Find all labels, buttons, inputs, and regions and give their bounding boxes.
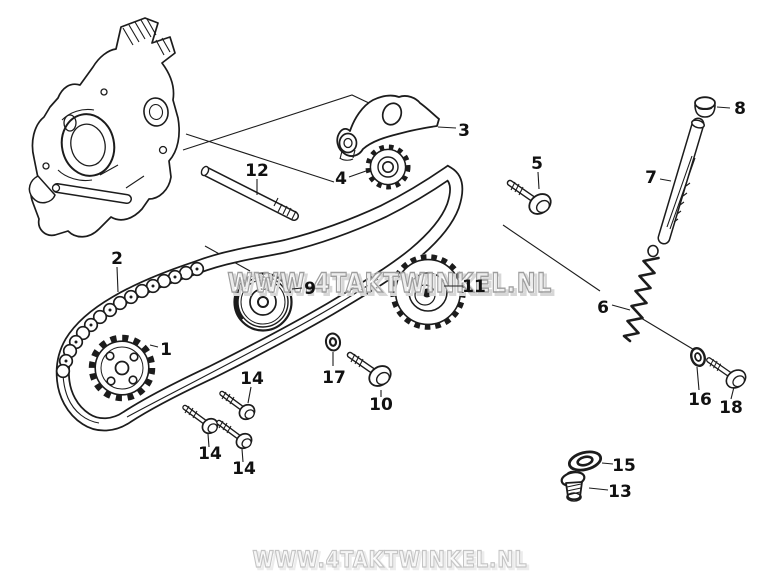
part-label-18: 18	[719, 398, 743, 418]
callout-dashes	[116, 106, 735, 491]
svg-text:WWW.4TAKTWINKEL.NL: WWW.4TAKTWINKEL.NL	[230, 271, 555, 302]
crankcase-art	[28, 17, 180, 238]
part-label-8: 8	[734, 99, 746, 119]
cap-screws-part-14	[185, 392, 257, 451]
svg-text:WWW.4TAKTWINKEL.NL: WWW.4TAKTWINKEL.NL	[253, 548, 528, 573]
sealing-washer-part-15	[567, 450, 603, 472]
watermark-bottom: WWW.4TAKTWINKEL.NL WWW.4TAKTWINKEL.NL	[252, 547, 530, 576]
watermark-center: WWW.4TAKTWINKEL.NL WWW.4TAKTWINKEL.NL	[227, 267, 555, 303]
cam-chain-part-2	[55, 164, 464, 432]
part-label-10: 10	[369, 395, 393, 415]
part-label-1: 1	[160, 340, 172, 360]
push-rod-part-7	[657, 117, 705, 245]
part-label-3: 3	[458, 121, 470, 141]
chain-links-detail	[55, 261, 205, 379]
svg-text:WWW.4TAKTWINKEL.NL: WWW.4TAKTWINKEL.NL	[228, 268, 553, 299]
roller-bolt-part-10	[350, 354, 395, 390]
tensioner-arm-part-3	[336, 94, 440, 161]
washer-part-16	[690, 347, 706, 367]
tensioner-spring-part-6	[622, 244, 660, 343]
tensioner-bolt-part-13	[560, 470, 586, 502]
part-label-14b: 14	[198, 444, 222, 464]
part-label-7: 7	[645, 168, 657, 188]
part-label-2: 2	[111, 249, 123, 269]
part-label-12: 12	[245, 161, 269, 181]
part-label-14c: 14	[232, 459, 256, 479]
part-label-17: 17	[322, 368, 346, 388]
part-label-15: 15	[612, 456, 636, 476]
pivot-bolt-part-18	[709, 359, 749, 391]
tensioner-sprocket-part-11	[390, 254, 466, 330]
part-label-6: 6	[597, 298, 609, 318]
part-label-11: 11	[462, 277, 486, 297]
guide-roller-part-9	[233, 272, 293, 332]
part-label-5: 5	[531, 154, 543, 174]
part-label-4: 4	[335, 169, 347, 189]
idler-sprocket-part-4	[365, 144, 411, 190]
leader-lines	[182, 94, 697, 352]
part-label-13: 13	[608, 482, 632, 502]
part-label-9: 9	[304, 279, 316, 299]
washer-part-17	[324, 332, 342, 352]
cam-sprocket-part-1	[88, 334, 156, 402]
part-label-16: 16	[688, 390, 712, 410]
svg-text:WWW.4TAKTWINKEL.NL: WWW.4TAKTWINKEL.NL	[255, 550, 530, 575]
sealing-bolt-part-5	[510, 182, 555, 218]
roller-pin-part-12	[200, 165, 299, 221]
part-number-labels: 1 2 3 4 5 6 7 8 9 10 11 12 13 14 14 14 1…	[111, 99, 746, 502]
cap-part-8	[694, 96, 716, 118]
part-label-14a: 14	[240, 369, 264, 389]
